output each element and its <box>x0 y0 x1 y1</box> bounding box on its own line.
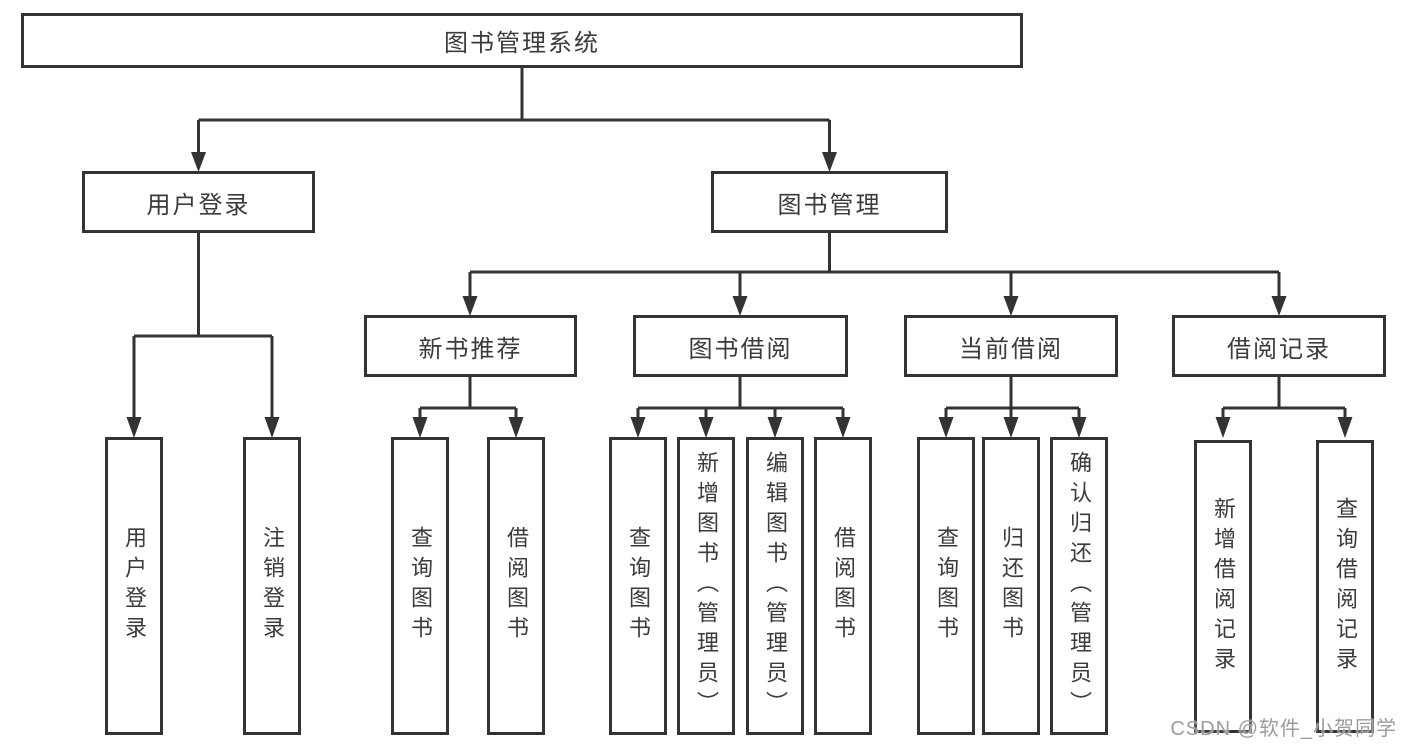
leaf-logout: 注销登录 <box>243 437 301 735</box>
leaf-recommend-borrow-books: 借阅图书 <box>487 437 545 735</box>
node-label: 用户登录 <box>146 191 251 219</box>
connector-user-login-to-leaves <box>132 233 274 433</box>
connector-line <box>418 377 518 433</box>
node-label: 当前借阅 <box>959 335 1063 363</box>
connector-line <box>944 377 1081 433</box>
node-label: 查询图书 <box>934 526 959 646</box>
leaf-record-add-borrow-record: 新增借阅记录 <box>1194 440 1252 733</box>
node-label: 归还图书 <box>999 526 1024 646</box>
arrow-down-icon <box>1003 296 1019 316</box>
arrow-down-icon <box>1003 417 1019 438</box>
arrow-down-icon <box>264 417 280 438</box>
node-label: 确认归还（管理员） <box>1067 451 1092 721</box>
node-label: 图书管理 <box>777 191 882 219</box>
leaf-current-return-books: 归还图书 <box>982 437 1040 735</box>
arrow-down-icon <box>732 296 748 316</box>
connector-line <box>132 233 274 433</box>
leaf-borrow-query-books: 查询图书 <box>609 437 667 735</box>
node-root-system: 图书管理系统 <box>21 13 1023 68</box>
arrow-down-icon <box>938 417 954 438</box>
node-label: 查询图书 <box>408 526 433 646</box>
arrow-down-icon <box>767 417 783 438</box>
node-label: 用户登录 <box>122 526 147 646</box>
node-label: 新增借阅记录 <box>1211 496 1236 677</box>
node-label: 查询借阅记录 <box>1333 496 1358 677</box>
node-borrow-records: 借阅记录 <box>1172 315 1386 377</box>
leaf-borrow-edit-books-admin: 编辑图书（管理员） <box>746 437 804 735</box>
connector-line <box>636 377 845 433</box>
connector-new-book-recommend-to-leaves <box>418 377 518 433</box>
node-label: 注销登录 <box>260 526 285 646</box>
connector-borrow-records-to-leaves <box>1221 377 1347 433</box>
arrow-down-icon <box>462 296 478 316</box>
node-label: 图书借阅 <box>688 335 793 363</box>
node-label: 借阅图书 <box>831 526 856 646</box>
node-label: 借阅记录 <box>1227 335 1331 363</box>
arrow-down-icon <box>1271 296 1287 316</box>
connector-root-to-level2 <box>197 68 831 168</box>
node-label: 新增图书（管理员） <box>694 451 719 721</box>
leaf-borrow-add-books-admin: 新增图书（管理员） <box>677 437 735 735</box>
node-user-login: 用户登录 <box>82 171 315 233</box>
arrow-down-icon <box>1337 417 1353 438</box>
node-label: 新书推荐 <box>418 335 523 363</box>
leaf-user-login: 用户登录 <box>105 437 163 735</box>
connector-line <box>1221 377 1347 433</box>
node-book-management: 图书管理 <box>711 171 948 233</box>
arrow-down-icon <box>822 152 837 172</box>
leaf-record-query-borrow-record: 查询借阅记录 <box>1316 440 1374 733</box>
connector-book-management-to-level3 <box>468 233 1281 312</box>
node-label: 借阅图书 <box>504 526 529 646</box>
connector-book-borrow-to-leaves <box>636 377 845 433</box>
node-label: 编辑图书（管理员） <box>763 451 788 721</box>
node-new-book-recommend: 新书推荐 <box>364 315 577 377</box>
connector-line <box>197 68 831 168</box>
leaf-borrow-borrow-books: 借阅图书 <box>814 437 872 735</box>
node-label: 查询图书 <box>626 526 651 646</box>
arrow-down-icon <box>835 417 851 438</box>
arrow-down-icon <box>1215 417 1231 438</box>
arrow-down-icon <box>630 417 646 438</box>
leaf-recommend-query-books: 查询图书 <box>391 437 449 735</box>
arrow-down-icon <box>412 417 428 438</box>
node-book-borrow: 图书借阅 <box>633 315 848 377</box>
node-current-borrow: 当前借阅 <box>904 315 1118 377</box>
connector-current-borrow-to-leaves <box>944 377 1081 433</box>
arrow-down-icon <box>1071 417 1087 438</box>
arrow-down-icon <box>191 152 206 172</box>
connector-line <box>468 233 1281 312</box>
leaf-current-query-books: 查询图书 <box>917 437 975 735</box>
arrow-down-icon <box>508 417 524 438</box>
node-label: 图书管理系统 <box>444 30 600 57</box>
arrow-down-icon <box>698 417 714 438</box>
leaf-current-confirm-return-admin: 确认归还（管理员） <box>1050 437 1108 735</box>
watermark: CSDN @软件_小贺同学 <box>1170 718 1397 740</box>
arrow-down-icon <box>126 417 142 438</box>
